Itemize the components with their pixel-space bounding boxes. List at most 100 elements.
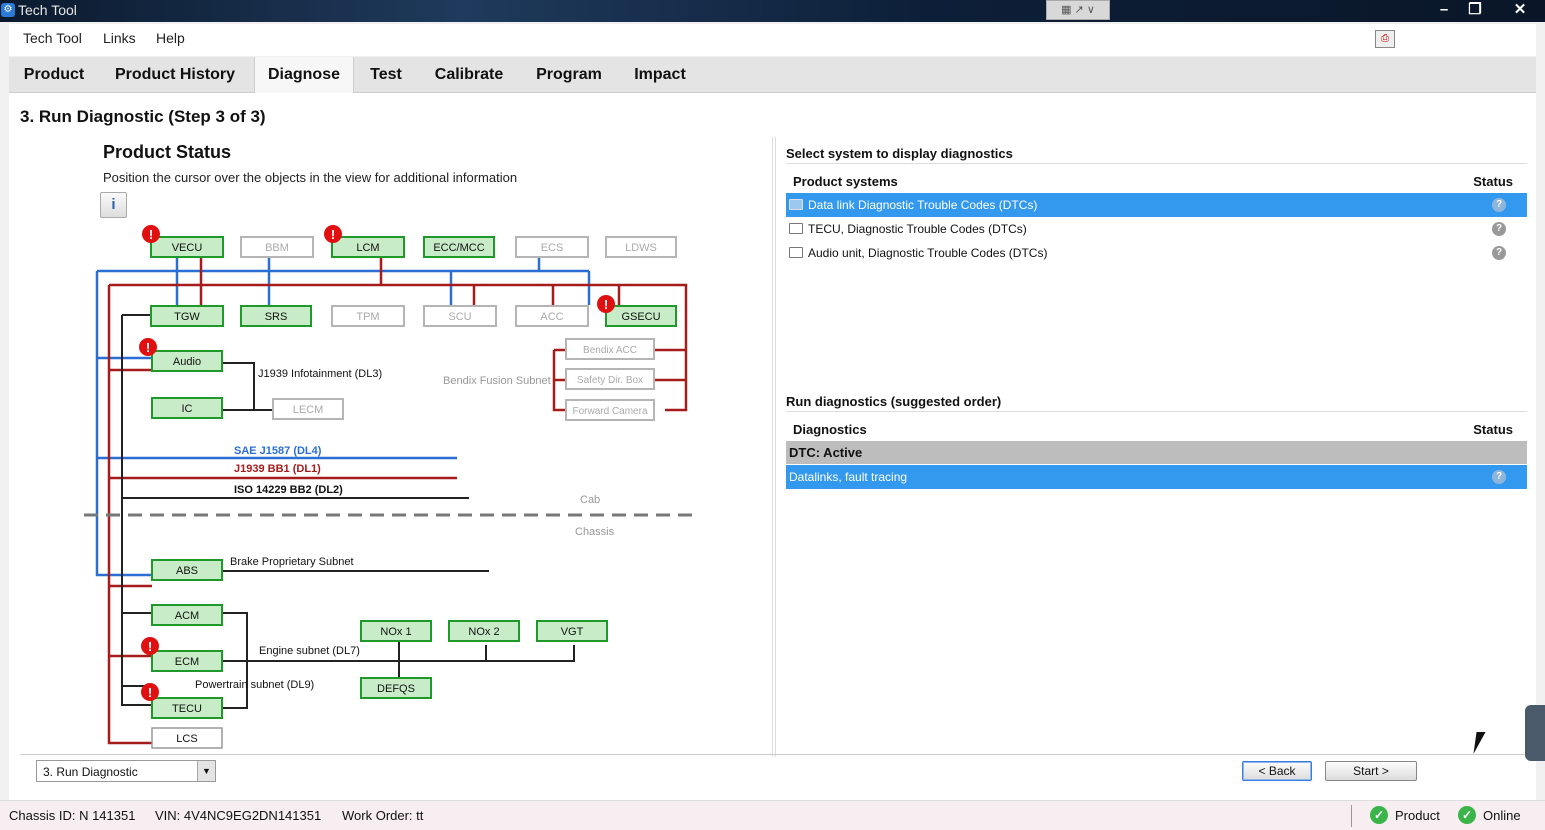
svg-text:!: ! [146, 340, 150, 355]
node-forward-camera-label: Forward Camera [572, 406, 647, 417]
online-status: Online [1483, 808, 1521, 823]
node-scu[interactable] [423, 305, 497, 327]
diagnostic-row-label: Datalinks, fault tracing [789, 470, 908, 484]
start-button[interactable]: Start > [1325, 761, 1417, 781]
tab-product[interactable]: Product [23, 66, 85, 83]
node-safety-dir-box[interactable] [565, 368, 655, 390]
online-check-icon: ✓ [1458, 806, 1476, 824]
system-row-tecu[interactable]: TECU, Diagnostic Trouble Codes (DTCs) ? [786, 217, 1527, 241]
node-bbm-label: BBM [265, 242, 289, 254]
node-bendix-acc-label: Bendix ACC [583, 345, 637, 356]
question-icon: ? [1492, 246, 1506, 260]
alert-icon: ! [142, 225, 160, 243]
node-abs[interactable] [151, 559, 223, 581]
status-bar: Chassis ID: N 141351 VIN: 4V4NC9EG2DN141… [0, 800, 1545, 830]
label-engine-subnet: Engine subnet (DL7) [259, 645, 360, 657]
info-icon[interactable]: i [100, 192, 127, 218]
node-ecs[interactable] [515, 236, 589, 258]
product-status-description: Position the cursor over the objects in … [103, 170, 518, 185]
node-bendix-acc[interactable] [565, 338, 655, 360]
work-order: Work Order: tt [342, 808, 424, 823]
node-ldws[interactable] [605, 236, 677, 258]
node-ic[interactable] [151, 397, 223, 419]
step-select[interactable]: 3. Run Diagnostic ▼ [36, 760, 216, 782]
bottom-toolbar: 3. Run Diagnostic ▼ < Back Start > [20, 754, 1528, 790]
tab-diagnose[interactable]: Diagnose [254, 57, 354, 93]
svg-text:!: ! [148, 685, 152, 700]
window-title: Tech Tool [18, 2, 77, 18]
side-panel-handle[interactable] [1525, 705, 1545, 761]
node-nox1[interactable] [360, 620, 432, 642]
node-ecs-label: ECS [541, 242, 564, 254]
window-titlebar: ⚙ Tech Tool ▦ ↗ ∨ – ❐ ✕ [0, 0, 1545, 22]
screen-toggle-widget[interactable]: ▦ ↗ ∨ [1046, 0, 1110, 20]
tab-program[interactable]: Program [536, 66, 602, 83]
node-eccmcc[interactable] [423, 236, 495, 258]
tab-impact[interactable]: Impact [634, 66, 686, 83]
menu-bar: Tech Tool Links Help ⎙ [9, 24, 1536, 56]
main-tabs: Product Product History Diagnose Test Ca… [9, 57, 1536, 93]
node-abs-label: ABS [176, 565, 198, 577]
label-iso-14229: ISO 14229 BB2 (DL2) [234, 484, 343, 496]
node-lcs[interactable] [151, 727, 223, 749]
tab-product-history[interactable]: Product History [114, 66, 235, 83]
node-srs[interactable] [240, 305, 312, 327]
chassis-id: Chassis ID: N 141351 [9, 808, 136, 823]
section-divider [786, 163, 1527, 164]
tab-test[interactable]: Test [370, 66, 402, 83]
system-row-label: TECU, Diagnostic Trouble Codes (DTCs) [808, 222, 1027, 236]
node-ic-label: IC [182, 403, 193, 415]
node-lecm-label: LECM [293, 404, 324, 416]
node-eccmcc-label: ECC/MCC [433, 242, 484, 254]
node-audio[interactable] [151, 350, 223, 372]
node-gsecu[interactable] [605, 305, 677, 327]
node-bbm[interactable] [240, 236, 314, 258]
print-report-icon[interactable]: ⎙ [1375, 30, 1395, 48]
chevron-down-icon[interactable]: ▼ [197, 761, 215, 781]
node-lcm[interactable] [331, 236, 405, 258]
node-tgw[interactable] [150, 305, 224, 327]
node-nox2[interactable] [448, 620, 520, 642]
menu-item-links[interactable]: Links [103, 30, 136, 46]
menu-item-help[interactable]: Help [156, 30, 185, 46]
group-label: DTC: Active [789, 445, 863, 460]
panel-splitter[interactable] [772, 137, 776, 757]
system-row-audio-unit[interactable]: Audio unit, Diagnostic Trouble Codes (DT… [786, 241, 1527, 265]
node-vecu[interactable] [150, 236, 224, 258]
system-row-label: Data link Diagnostic Trouble Codes (DTCs… [808, 198, 1038, 212]
node-acc-label: ACC [540, 311, 563, 323]
node-tecu-label: TECU [172, 703, 202, 715]
minimize-button[interactable]: – [1439, 1, 1449, 18]
node-vgt[interactable] [536, 620, 608, 642]
diagnostics-column-header: Diagnostics [793, 422, 867, 437]
back-button[interactable]: < Back [1242, 761, 1312, 781]
node-ecm[interactable] [151, 650, 223, 672]
node-tpm[interactable] [331, 305, 405, 327]
main-content: 3. Run Diagnostic (Step 3 of 3) Product … [9, 93, 1536, 800]
node-tecu[interactable] [151, 697, 223, 719]
menu-item-tech-tool[interactable]: Tech Tool [23, 30, 82, 46]
close-button[interactable]: ✕ [1513, 1, 1527, 18]
product-status-title: Product Status [103, 142, 232, 162]
label-j1939-bb1: J1939 BB1 (DL1) [234, 463, 321, 475]
system-row-data-link[interactable]: Data link Diagnostic Trouble Codes (DTCs… [786, 193, 1527, 217]
node-forward-camera[interactable] [565, 399, 655, 421]
status-separator [1351, 805, 1352, 827]
label-chassis: Chassis [575, 526, 615, 538]
tab-calibrate[interactable]: Calibrate [434, 66, 504, 83]
node-tpm-label: TPM [356, 311, 379, 323]
label-sae-j1587: SAE J1587 (DL4) [234, 445, 322, 457]
node-acm-label: ACM [175, 610, 199, 622]
label-cab: Cab [580, 494, 600, 506]
maximize-button[interactable]: ❐ [1468, 1, 1482, 18]
node-acc[interactable] [515, 305, 589, 327]
product-check-icon: ✓ [1370, 806, 1388, 824]
node-defqs-label: DEFQS [377, 683, 415, 695]
node-lecm[interactable] [272, 398, 344, 420]
node-acm[interactable] [151, 604, 223, 626]
diagnostic-row-datalinks[interactable]: Datalinks, fault tracing ? [786, 465, 1527, 489]
select-system-label: Select system to display diagnostics [786, 146, 1013, 161]
alert-icon: ! [597, 295, 615, 313]
node-defqs[interactable] [360, 677, 432, 699]
step-select-value: 3. Run Diagnostic [43, 765, 138, 779]
